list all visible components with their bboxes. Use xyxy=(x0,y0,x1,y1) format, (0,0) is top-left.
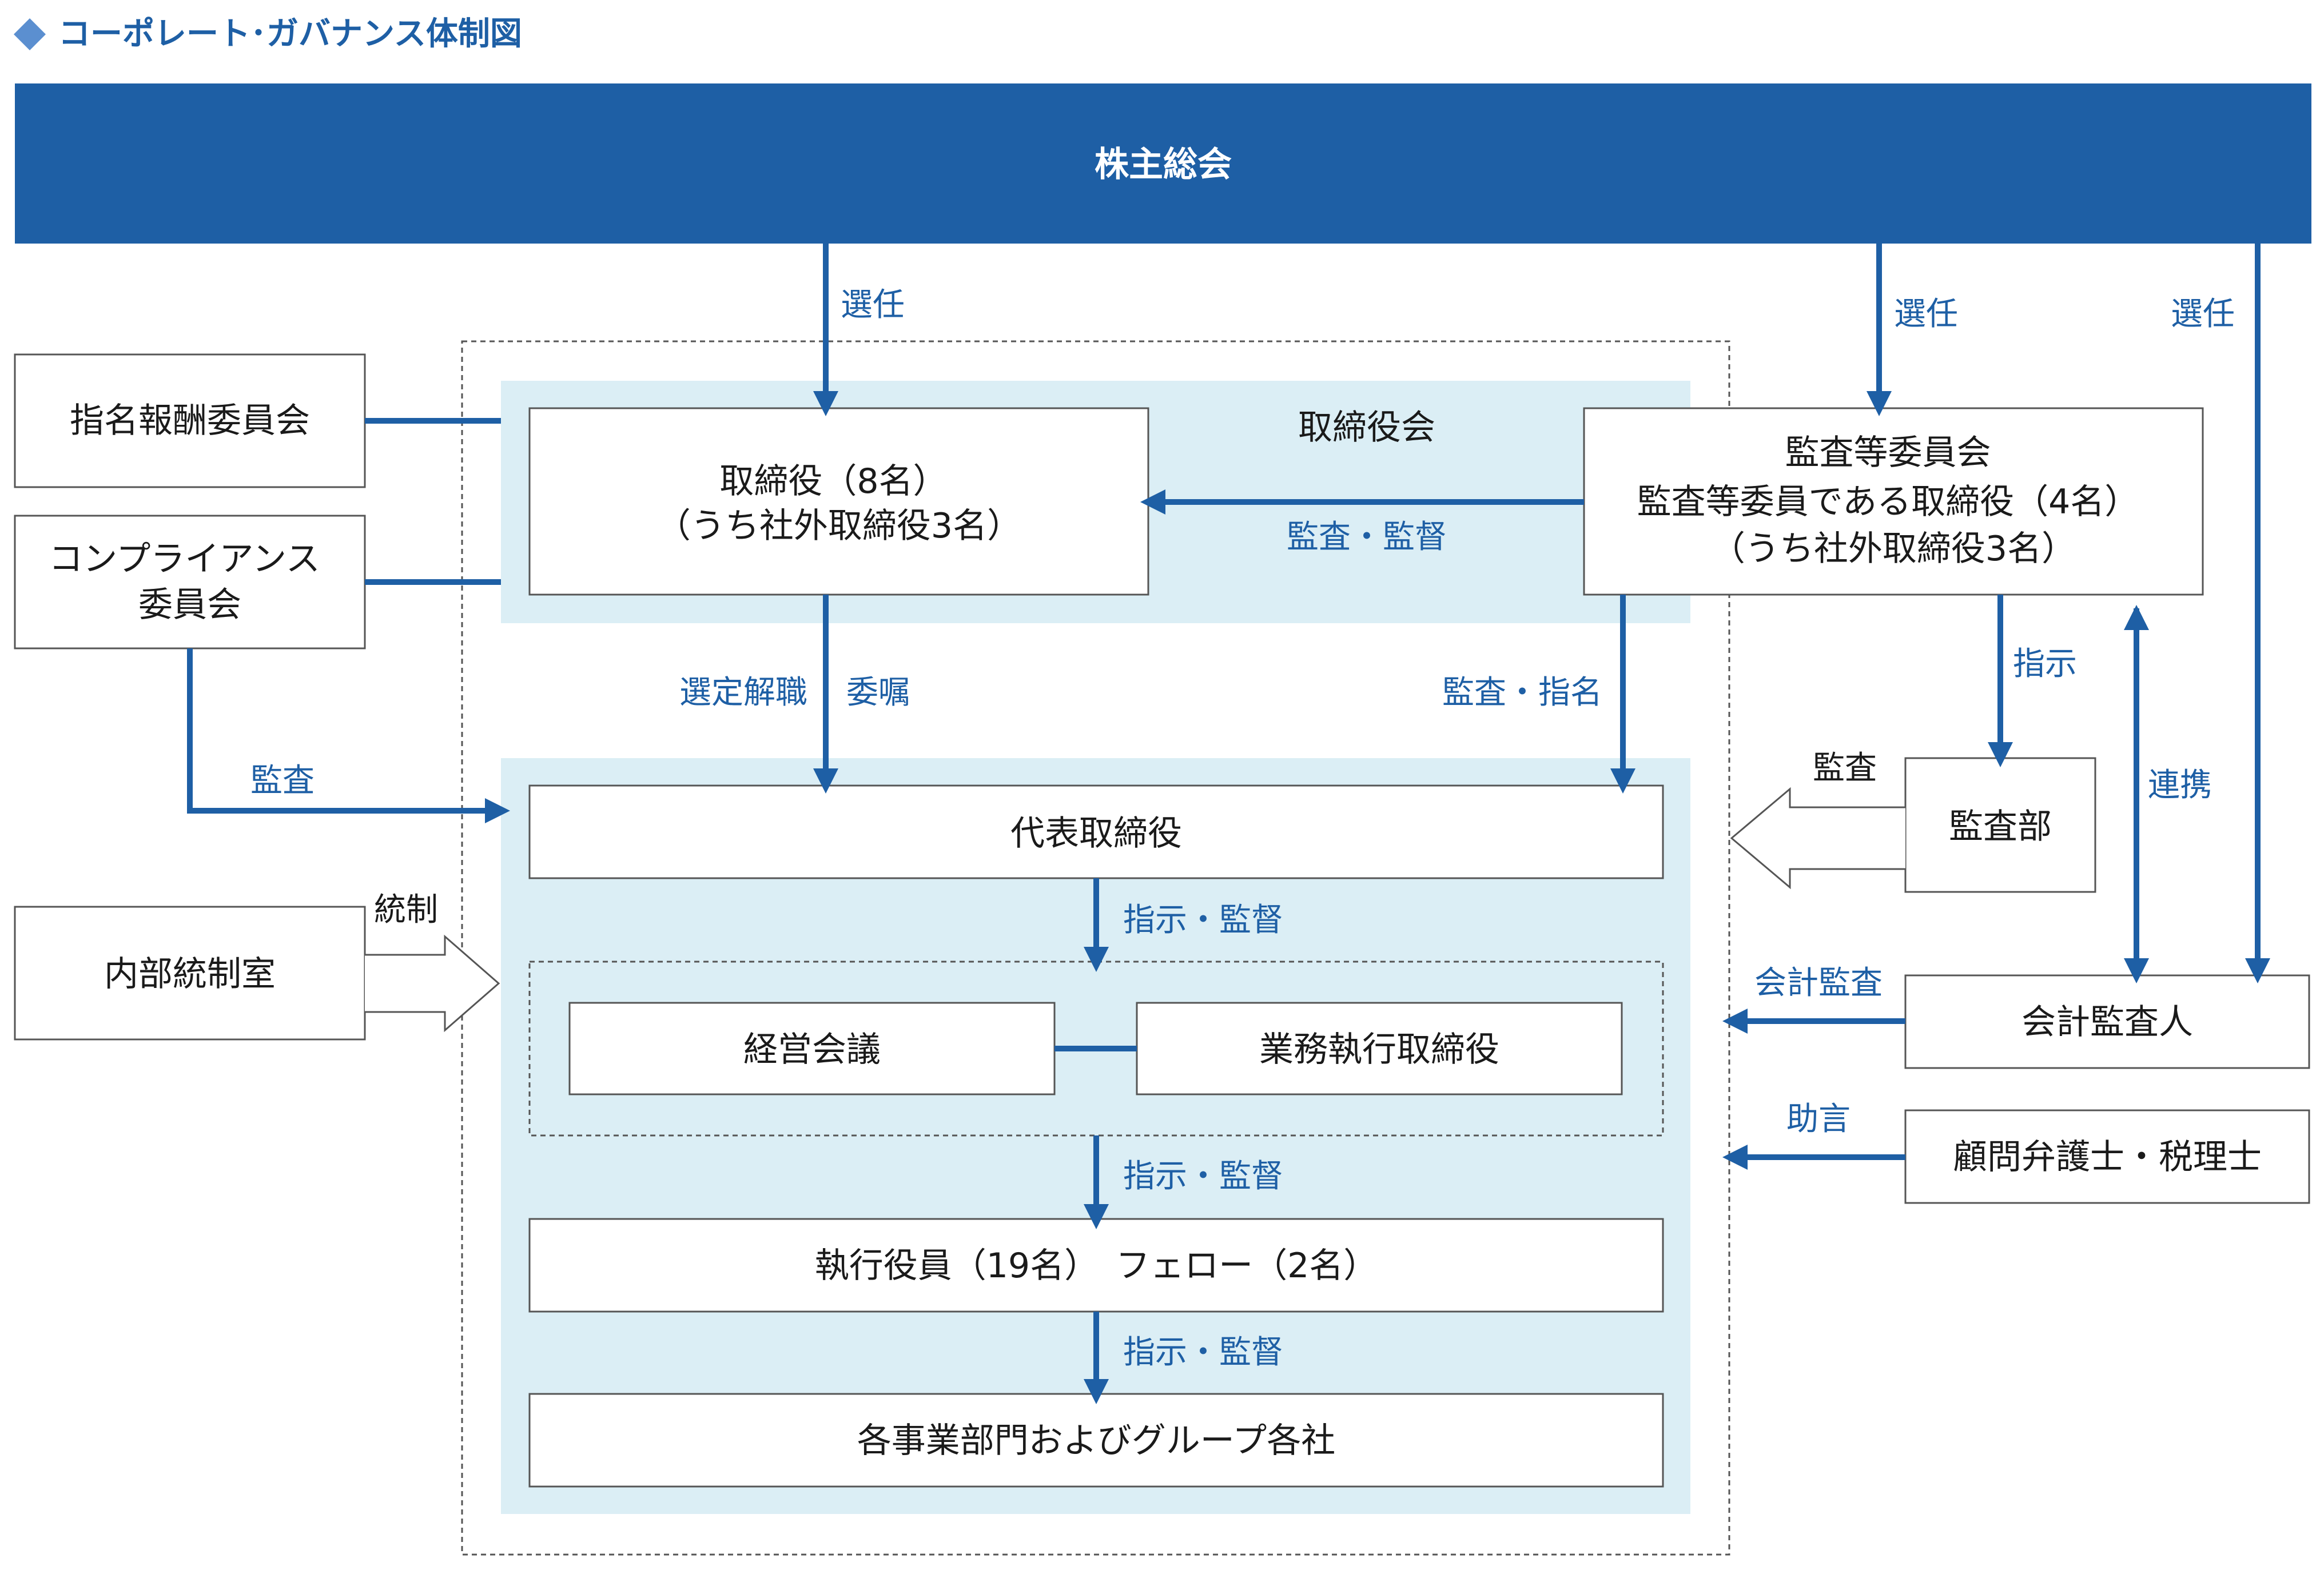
audit-dept-hollow-arrow xyxy=(1730,787,1905,890)
management-meeting-box xyxy=(568,1002,1056,1095)
audit-dept-arrow-label: 監査 xyxy=(1813,750,1877,787)
executive-directors-label: 業務執行取締役 xyxy=(1259,1030,1499,1070)
svg-text:監査等委員会 監査等委員である取締役（4名）: 監査等委員会 監査等委員である取締役（4名） （うち社外取締役3名） xyxy=(1637,433,2150,569)
executive-officers-box xyxy=(528,1218,1664,1313)
internal-control-hollow-arrow xyxy=(365,934,500,1033)
nomination-committee-label: 指名報酬委員会 xyxy=(70,401,310,441)
elect-accounting-label: 選任 xyxy=(2171,296,2235,333)
representative-director-box xyxy=(528,784,1664,879)
elect-board-label: 選任 xyxy=(841,286,905,324)
audit-department-label: 監査部 xyxy=(1949,807,2052,847)
instruct-label-2: 指示・監督 xyxy=(1123,1158,1283,1195)
governance-frame xyxy=(461,340,1730,1556)
meeting-group-frame xyxy=(528,961,1664,1137)
instruct-label-3: 指示・監督 xyxy=(1123,1334,1283,1371)
audit-committee-line-1: 監査等委員会 xyxy=(1785,433,1991,473)
audit-committee-line-2: 監査等委員である取締役（4名） xyxy=(1637,482,2139,522)
management-meeting-label: 経営会議 xyxy=(743,1030,881,1070)
accounting-auditor-label: 会計監査人 xyxy=(2021,1002,2193,1042)
departments-box xyxy=(528,1393,1664,1488)
executive-officers-label: 執行役員（19名） フェロー（2名） xyxy=(815,1246,1378,1286)
entrust-label: 委嘱 xyxy=(846,674,910,711)
compliance-committee-box xyxy=(14,515,366,649)
internal-control-arrow-label: 統制 xyxy=(374,891,438,929)
instruct-label-1: 指示・監督 xyxy=(1123,902,1283,939)
compliance-audit-label: 監査 xyxy=(250,762,315,799)
shareholders-meeting-label: 株主総会 xyxy=(1095,145,1232,185)
advice-label: 助言 xyxy=(1786,1101,1851,1138)
shareholders-meeting-bar xyxy=(15,83,2311,244)
audit-committee-box xyxy=(1583,407,2204,596)
elect-audit-label: 選任 xyxy=(1894,296,1958,333)
directors-line-2: （うち社外取締役3名） xyxy=(656,506,1021,546)
select-dismiss-label: 選定解職 xyxy=(679,674,807,711)
directors-line-1: 取締役（8名） xyxy=(719,461,947,501)
directors-box xyxy=(528,407,1149,596)
board-of-directors-label: 取締役会 xyxy=(1298,408,1435,448)
departments-label: 各事業部門およびグループ各社 xyxy=(857,1421,1335,1461)
page-title: コーポレート･ガバナンス体制図 xyxy=(58,15,522,53)
advisors-label: 顧問弁護士・税理士 xyxy=(1953,1137,2262,1177)
internal-control-box xyxy=(14,906,366,1041)
compliance-audit-arrow xyxy=(187,648,510,823)
nomination-committee-box xyxy=(14,353,366,488)
audit-nominate-label: 監査・指名 xyxy=(1442,674,1602,711)
cooperate-label: 連携 xyxy=(2148,767,2212,804)
title-diamond-icon xyxy=(14,18,46,50)
svg-text:コンプライアンス 委員会: コンプライアンス 委員会 xyxy=(49,539,331,625)
audit-committee-line-3: （うち社外取締役3名） xyxy=(1711,529,2076,569)
svg-text:取締役（8名） （うち社外取締役3名）: 取締役（8名） （うち社外取締役3名） xyxy=(656,461,1021,546)
internal-control-label: 内部統制室 xyxy=(104,954,276,994)
audit-supervise-label: 監査・監督 xyxy=(1287,519,1447,556)
compliance-committee-line-2: 委員会 xyxy=(138,585,241,625)
representative-director-label: 代表取締役 xyxy=(1010,814,1182,854)
advisors-box xyxy=(1904,1109,2310,1204)
compliance-committee-line-1: コンプライアンス xyxy=(49,539,320,579)
accounting-audit-label: 会計監査 xyxy=(1754,965,1883,1002)
instruct-dept-label: 指示 xyxy=(2013,645,2077,683)
